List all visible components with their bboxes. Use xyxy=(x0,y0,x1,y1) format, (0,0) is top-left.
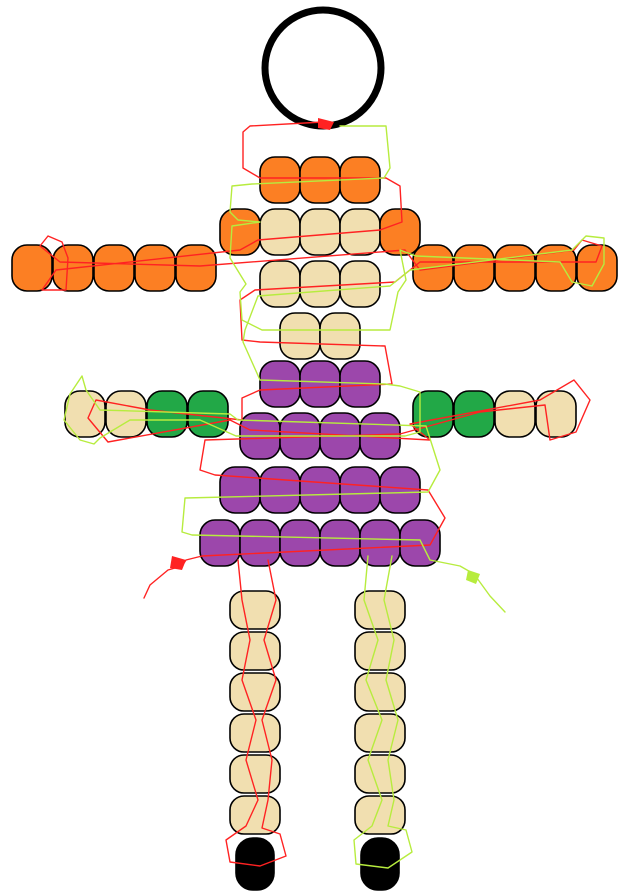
red-thread-top-knot xyxy=(318,118,334,130)
leg-right-bead-5 xyxy=(354,754,406,794)
body-row-4-bead-3 xyxy=(279,519,321,567)
hair-left-bead-1 xyxy=(11,244,53,292)
neck-row-bead-2 xyxy=(319,312,361,360)
leg-right-bead-3 xyxy=(354,672,406,712)
body-row-4-bead-6 xyxy=(399,519,441,567)
foot-left-bead xyxy=(235,837,275,891)
key-ring xyxy=(261,6,385,130)
threads-layer xyxy=(39,118,605,869)
head-row-2-bead-5 xyxy=(379,208,421,256)
head-row-2-bead-3 xyxy=(299,208,341,256)
body-row-4-bead-2 xyxy=(239,519,281,567)
leg-left-bead-4 xyxy=(229,713,281,753)
beads-layer xyxy=(11,156,618,891)
body-row-3-bead-5 xyxy=(379,466,421,514)
hair-left-bead-4 xyxy=(134,244,176,292)
red-thread-end-knot xyxy=(170,556,186,570)
red-thread xyxy=(39,121,603,599)
head-row-1-bead-1 xyxy=(259,156,301,204)
neck-row-bead-1 xyxy=(279,312,321,360)
green-thread-right-leg xyxy=(353,555,413,869)
arm-right-bead-4 xyxy=(535,390,577,438)
hair-left-bead-5 xyxy=(175,244,217,292)
leg-left-bead-6 xyxy=(229,795,281,835)
arm-right-bead-3 xyxy=(494,390,536,438)
hair-left-bead-3 xyxy=(93,244,135,292)
body-row-3-bead-4 xyxy=(339,466,381,514)
arm-right-bead-1 xyxy=(412,390,454,438)
body-row-4-bead-5 xyxy=(359,519,401,567)
head-row-2-bead-1 xyxy=(219,208,261,256)
body-row-1-bead-1 xyxy=(259,360,301,408)
arm-left-bead-2 xyxy=(105,390,147,438)
hair-right-bead-3 xyxy=(494,244,536,292)
leg-left-bead-2 xyxy=(229,631,281,671)
body-row-3-bead-1 xyxy=(219,466,261,514)
head-row-3-bead-1 xyxy=(259,260,301,308)
head-row-3-bead-2 xyxy=(299,260,341,308)
arm-left-bead-1 xyxy=(64,390,106,438)
head-row-2-bead-2 xyxy=(259,208,301,256)
body-row-4-bead-1 xyxy=(199,519,241,567)
body-row-3-bead-3 xyxy=(299,466,341,514)
leg-right-bead-2 xyxy=(354,631,406,671)
green-thread xyxy=(63,125,605,613)
leg-right-bead-1 xyxy=(354,590,406,630)
body-row-4-bead-4 xyxy=(319,519,361,567)
body-row-3-bead-2 xyxy=(259,466,301,514)
hair-right-bead-2 xyxy=(453,244,495,292)
body-row-1-bead-2 xyxy=(299,360,341,408)
hair-right-bead-4 xyxy=(535,244,577,292)
green-thread-end-knot xyxy=(466,570,480,584)
leg-left-bead-5 xyxy=(229,754,281,794)
red-thread-left-leg xyxy=(225,559,287,867)
